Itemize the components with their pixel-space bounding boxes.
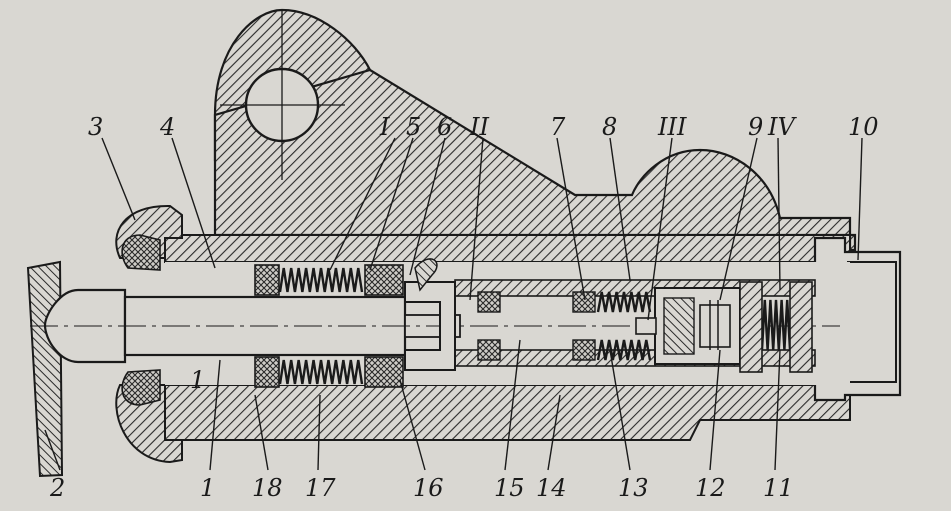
callout-1-inner: 1 (190, 366, 205, 394)
callout-13: 13 (618, 474, 649, 502)
springs (278, 267, 792, 385)
callout-2: 2 (49, 474, 65, 502)
callout-3: 3 (88, 113, 103, 141)
callout-labels: 3 4 I 5 6 II 7 8 III 9 IV 10 2 1 18 17 1… (49, 113, 879, 502)
callout-14: 14 (536, 474, 567, 502)
callout-12: 12 (695, 474, 726, 502)
callout-11: 11 (763, 474, 794, 502)
valve-spring-upper (596, 291, 652, 313)
callout-6: 6 (437, 113, 452, 141)
chamber-II-label: II (469, 113, 489, 141)
chamber-I-label: I (379, 113, 390, 141)
valve-spring-lower (596, 339, 652, 361)
return-spring-lower (278, 359, 364, 385)
callout-15: 15 (494, 474, 525, 502)
return-spring-upper (278, 267, 364, 293)
callout-1: 1 (200, 474, 215, 502)
chamber-III-label: III (657, 113, 687, 141)
leader-lines (44, 137, 863, 471)
housing-body (115, 8, 902, 464)
lug-eye-hole (220, 10, 345, 180)
callout-10: 10 (848, 113, 879, 141)
callout-7: 7 (550, 113, 566, 141)
check-spring (760, 299, 792, 351)
piston-rod (30, 288, 840, 364)
callout-4: 4 (159, 113, 175, 141)
callout-18: 18 (252, 474, 283, 502)
callout-9: 9 (748, 113, 763, 141)
callout-5: 5 (406, 113, 421, 141)
callout-16: 16 (413, 474, 444, 502)
chamber-IV-label: IV (767, 113, 797, 141)
callout-17: 17 (305, 474, 336, 502)
seal-blocks (254, 264, 596, 388)
callout-8: 8 (602, 113, 617, 141)
valve-assembly (404, 258, 813, 373)
